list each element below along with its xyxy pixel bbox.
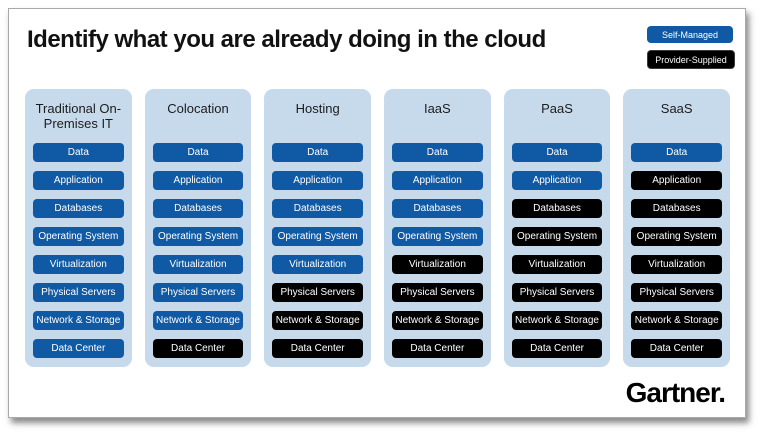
layer-bar-data-center: Data Center	[272, 339, 364, 358]
layer-bar-physical-servers: Physical Servers	[152, 283, 244, 302]
layer-bar-physical-servers: Physical Servers	[272, 283, 364, 302]
layer-bar-operating-system: Operating System	[392, 227, 483, 246]
layer-bar-data: Data	[392, 143, 483, 162]
layer-bar-physical-servers: Physical Servers	[33, 283, 124, 302]
layer-bar-application: Application	[631, 171, 723, 190]
layer-bar-application: Application	[33, 171, 124, 190]
column-header: Hosting	[295, 101, 340, 116]
layer-bar-physical-servers: Physical Servers	[392, 283, 483, 302]
layer-bar-databases: Databases	[152, 199, 244, 218]
layer-bar-databases: Databases	[392, 199, 483, 218]
layer-bar-application: Application	[272, 171, 364, 190]
slide: Identify what you are already doing in t…	[8, 8, 746, 418]
layer-bar-network-storage: Network & Storage	[33, 311, 124, 330]
layer-bar-virtualization: Virtualization	[631, 255, 723, 274]
legend-self-managed: Self-Managed	[647, 26, 733, 43]
column-header: SaaS	[660, 101, 693, 116]
layer-bar-data: Data	[511, 143, 603, 162]
slide-footer: Gartner.	[625, 377, 726, 409]
layer-bar-virtualization: Virtualization	[152, 255, 244, 274]
layer-bar-data-center: Data Center	[152, 339, 244, 358]
column-header: PaaS	[541, 101, 573, 116]
layer-bar-operating-system: Operating System	[511, 227, 603, 246]
layer-bar-data: Data	[631, 143, 723, 162]
column-header: Colocation	[167, 101, 229, 116]
layer-bar-network-storage: Network & Storage	[511, 311, 603, 330]
layer-bar-databases: Databases	[272, 199, 364, 218]
layer-bar-operating-system: Operating System	[631, 227, 723, 246]
layer-bar-data: Data	[33, 143, 124, 162]
layer-bar-physical-servers: Physical Servers	[631, 283, 723, 302]
layer-bar-operating-system: Operating System	[152, 227, 244, 246]
layer-bar-data-center: Data Center	[33, 339, 124, 358]
legend-provider-supplied: Provider-Supplied	[647, 50, 735, 69]
layer-bar-virtualization: Virtualization	[392, 255, 483, 274]
layer-bar-physical-servers: Physical Servers	[511, 283, 603, 302]
layer-bar-operating-system: Operating System	[33, 227, 124, 246]
layer-bar-network-storage: Network & Storage	[631, 311, 723, 330]
layer-bar-network-storage: Network & Storage	[392, 311, 483, 330]
layer-bar-operating-system: Operating System	[272, 227, 364, 246]
layer-bar-network-storage: Network & Storage	[272, 311, 364, 330]
layer-bar-application: Application	[511, 171, 603, 190]
layer-bar-databases: Databases	[33, 199, 124, 218]
layer-bar-virtualization: Virtualization	[33, 255, 124, 274]
layer-bar-data: Data	[152, 143, 244, 162]
layer-bar-databases: Databases	[631, 199, 723, 218]
legend: Self-Managed Provider-Supplied	[647, 26, 735, 69]
layer-bar-data-center: Data Center	[511, 339, 603, 358]
layer-bar-network-storage: Network & Storage	[152, 311, 244, 330]
layer-bar-application: Application	[152, 171, 244, 190]
layer-bar-data-center: Data Center	[392, 339, 483, 358]
layer-bar-virtualization: Virtualization	[511, 255, 603, 274]
slide-header: Identify what you are already doing in t…	[9, 9, 745, 74]
layer-bar-data-center: Data Center	[631, 339, 723, 358]
layer-bar-application: Application	[392, 171, 483, 190]
layer-bar-virtualization: Virtualization	[272, 255, 364, 274]
gartner-logo: Gartner.	[625, 377, 726, 408]
column-header: Traditional On-Premises IT	[35, 101, 122, 132]
column-header: IaaS	[423, 101, 451, 116]
layer-bar-databases: Databases	[511, 199, 603, 218]
layer-bar-data: Data	[272, 143, 364, 162]
page-title: Identify what you are already doing in t…	[27, 26, 546, 53]
